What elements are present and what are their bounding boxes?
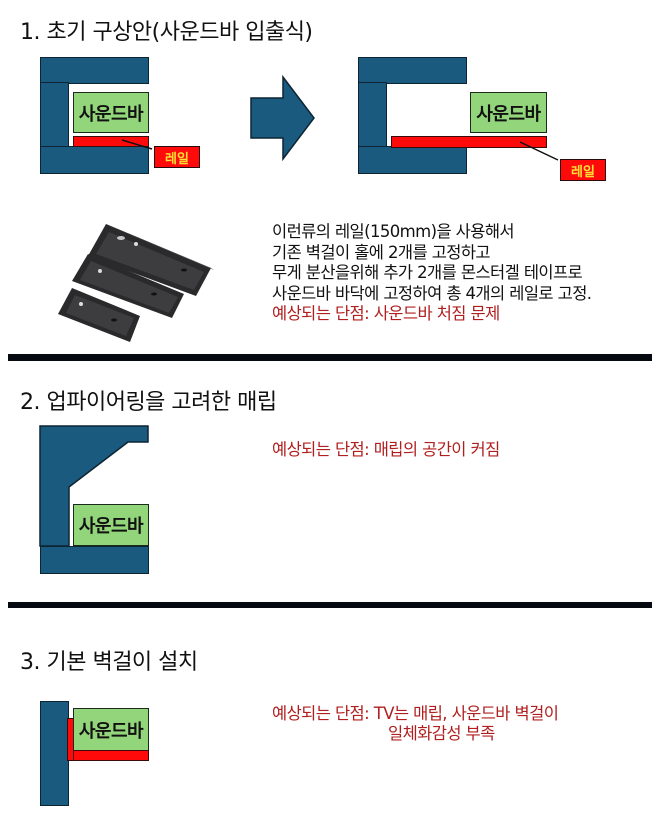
- soundbar-mount-bar: [73, 750, 149, 761]
- section1-title: 1. 초기 구상안(사운드바 입출식): [20, 20, 313, 45]
- rail-label: 레일: [560, 159, 606, 181]
- soundbar-box: 사운드바: [73, 92, 149, 133]
- rail-product-photo: [36, 196, 256, 348]
- wall-vertical: [40, 701, 69, 806]
- wall-vertical: [358, 82, 387, 148]
- rail-leader-line: [121, 139, 153, 150]
- description-line: 무게 분산을위해 추가 2개를 몬스터겔 테이프로: [272, 263, 583, 282]
- soundbar-box: 사운드바: [73, 504, 149, 546]
- soundbar-box: 사운드바: [73, 708, 149, 751]
- section3-drawback-line1: 예상되는 단점: TV는 매립, 사운드바 벽걸이: [272, 704, 559, 723]
- section1-description: 이런류의 레일(150mm)을 사용해서 기존 벽걸이 홀에 2개를 고정하고 …: [272, 222, 592, 325]
- section-divider: [8, 354, 652, 361]
- section1-drawback: 예상되는 단점: 사운드바 처짐 문제: [272, 304, 500, 323]
- rail-long: [88, 224, 214, 296]
- rail-bar-extended: [391, 136, 547, 148]
- rail-leader-line: [519, 141, 559, 161]
- section2-drawback: 예상되는 단점: 매립의 공간이 커짐: [272, 440, 500, 459]
- wall-vertical: [40, 82, 69, 148]
- right-arrow-icon: [250, 74, 315, 162]
- rail-short: [58, 288, 140, 342]
- wall-top-bar: [40, 57, 149, 84]
- wall-bottom-bar: [40, 546, 149, 574]
- wall-bottom-bar: [358, 146, 467, 174]
- section3-drawback-line2: 일체화감성 부족: [388, 724, 495, 743]
- section2-title: 2. 업파이어링을 고려한 매립: [20, 390, 277, 415]
- rail-bar: [73, 136, 149, 147]
- description-line: 이런류의 레일(150mm)을 사용해서: [272, 222, 515, 241]
- wall-bottom-bar: [40, 146, 149, 174]
- soundbar-box: 사운드바: [470, 92, 547, 133]
- description-line: 사운드바 바닥에 고정하여 총 4개의 레일로 고정.: [272, 283, 592, 303]
- rail-medium: [72, 254, 184, 318]
- wall-top-bar: [358, 57, 467, 84]
- section3-title: 3. 기본 벽걸이 설치: [20, 650, 198, 675]
- section-divider: [8, 602, 652, 608]
- description-line: 기존 벽걸이 홀에 2개를 고정하고: [272, 242, 491, 262]
- rail-label: 레일: [154, 146, 200, 168]
